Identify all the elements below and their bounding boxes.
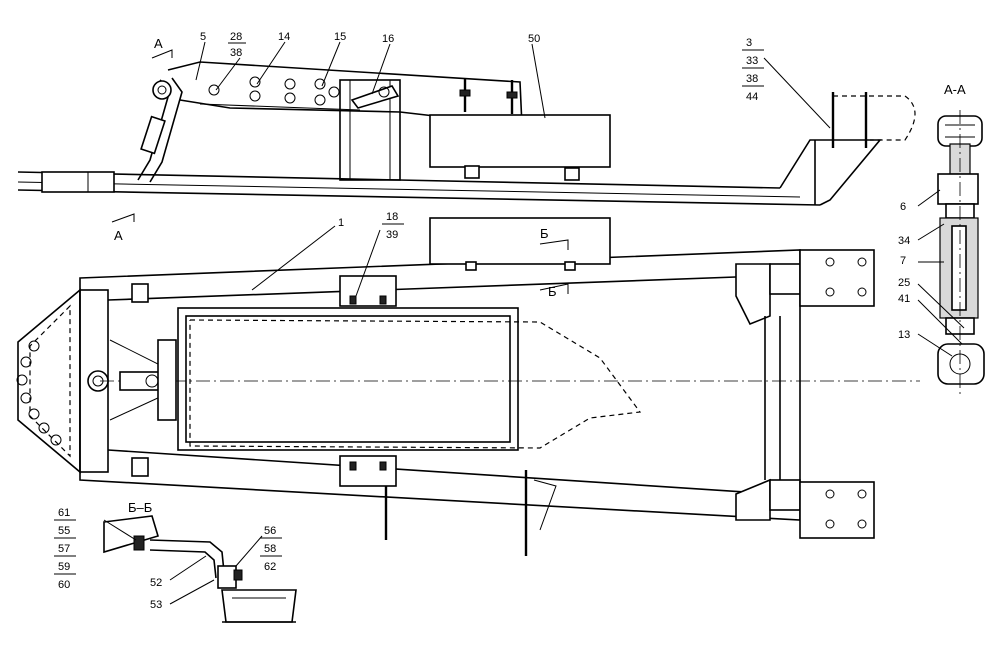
callout-13: 13 [898, 329, 910, 341]
callout-55: 55 [58, 525, 70, 537]
callout-25: 25 [898, 277, 910, 289]
callout-16: 16 [382, 33, 394, 45]
leader-lines [103, 41, 965, 605]
callout-7: 7 [900, 255, 906, 267]
arm-bolts [208, 76, 340, 106]
callout-59: 59 [58, 561, 70, 573]
callout-39: 39 [386, 229, 398, 241]
callout-44: 44 [746, 91, 758, 103]
callout-34: 34 [898, 235, 910, 247]
callout-15: 15 [334, 31, 346, 43]
section-aa-title: А-А [944, 82, 966, 97]
section-a-bottom-label: A [114, 228, 123, 243]
callout-33: 33 [746, 55, 758, 67]
end-plate-bolts [16, 340, 62, 446]
callout-1: 1 [338, 217, 344, 229]
callout-52: 52 [150, 577, 162, 589]
section-aa [937, 110, 985, 395]
callout-5: 5 [200, 31, 206, 43]
callout-38b: 38 [746, 73, 758, 85]
callout-14: 14 [278, 31, 290, 43]
callout-58: 58 [264, 543, 276, 555]
callout-18: 18 [386, 211, 398, 223]
section-bb [103, 515, 297, 623]
section-b-top-label: Б [540, 226, 549, 241]
callout-61: 61 [58, 507, 70, 519]
section-b-bottom-label: Б [548, 284, 557, 299]
callout-6: 6 [900, 201, 906, 213]
callout-57: 57 [58, 543, 70, 555]
section-bb-title: Б–Б [128, 500, 152, 515]
callout-3: 3 [746, 37, 752, 49]
callout-53: 53 [150, 599, 162, 611]
side-view [17, 49, 916, 223]
callout-41: 41 [898, 293, 910, 305]
callout-62: 62 [264, 561, 276, 573]
labels: A A А-А Б Б Б–Б 5 28 38 14 15 16 50 3 33… [54, 31, 966, 611]
callout-38: 38 [230, 47, 242, 59]
callout-60: 60 [58, 579, 70, 591]
plan-view [16, 217, 920, 556]
callout-50: 50 [528, 33, 540, 45]
callout-56: 56 [264, 525, 276, 537]
section-a-top-label: A [154, 36, 163, 51]
callout-28: 28 [230, 31, 242, 43]
